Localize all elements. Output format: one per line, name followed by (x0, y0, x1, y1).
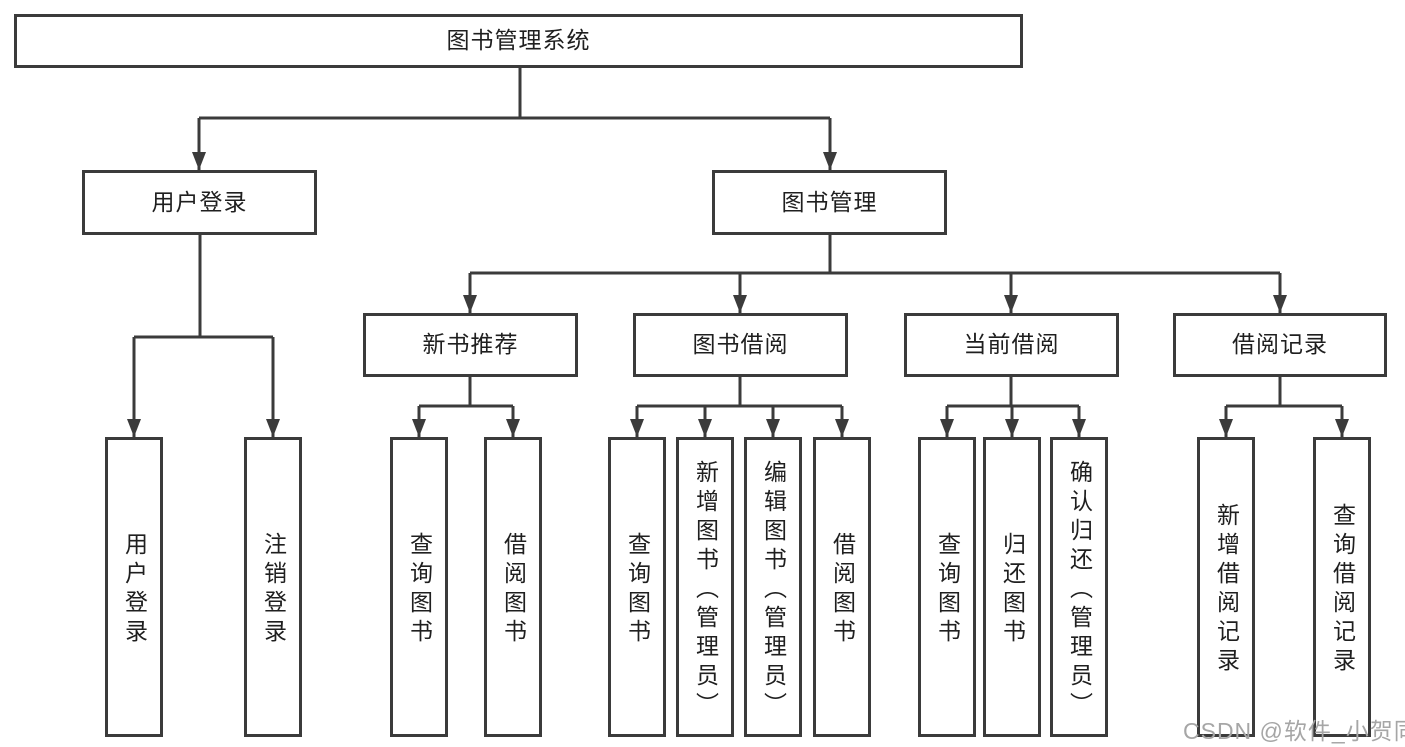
node-book-borrowing: 图书借阅 (633, 313, 848, 377)
node-borrowing-records: 借阅记录 (1173, 313, 1387, 377)
node-library-system: 图书管理系统 (14, 14, 1023, 68)
node-add-books-admin: 新增图书（管理员） (676, 437, 734, 737)
node-confirm-return-admin: 确认归还（管理员） (1050, 437, 1108, 737)
node-add-borrow-record: 新增借阅记录 (1197, 437, 1255, 737)
csdn-watermark: CSDN @软件_小贺同学 (1183, 718, 1405, 744)
node-borrow-books-1: 借阅图书 (484, 437, 542, 737)
node-query-books-1: 查询图书 (390, 437, 448, 737)
node-user-login: 用户登录 (82, 170, 317, 235)
connector-rails (134, 68, 1342, 408)
node-user-login-leaf: 用户登录 (105, 437, 163, 737)
node-borrow-books-2: 借阅图书 (813, 437, 871, 737)
node-return-books: 归还图书 (983, 437, 1041, 737)
node-new-book-recommend: 新书推荐 (363, 313, 578, 377)
node-book-management: 图书管理 (712, 170, 947, 235)
node-current-borrowing: 当前借阅 (904, 313, 1119, 377)
node-logout-leaf: 注销登录 (244, 437, 302, 737)
node-query-books-3: 查询图书 (918, 437, 976, 737)
node-query-borrow-record: 查询借阅记录 (1313, 437, 1371, 737)
node-edit-books-admin: 编辑图书（管理员） (744, 437, 802, 737)
node-query-books-2: 查询图书 (608, 437, 666, 737)
